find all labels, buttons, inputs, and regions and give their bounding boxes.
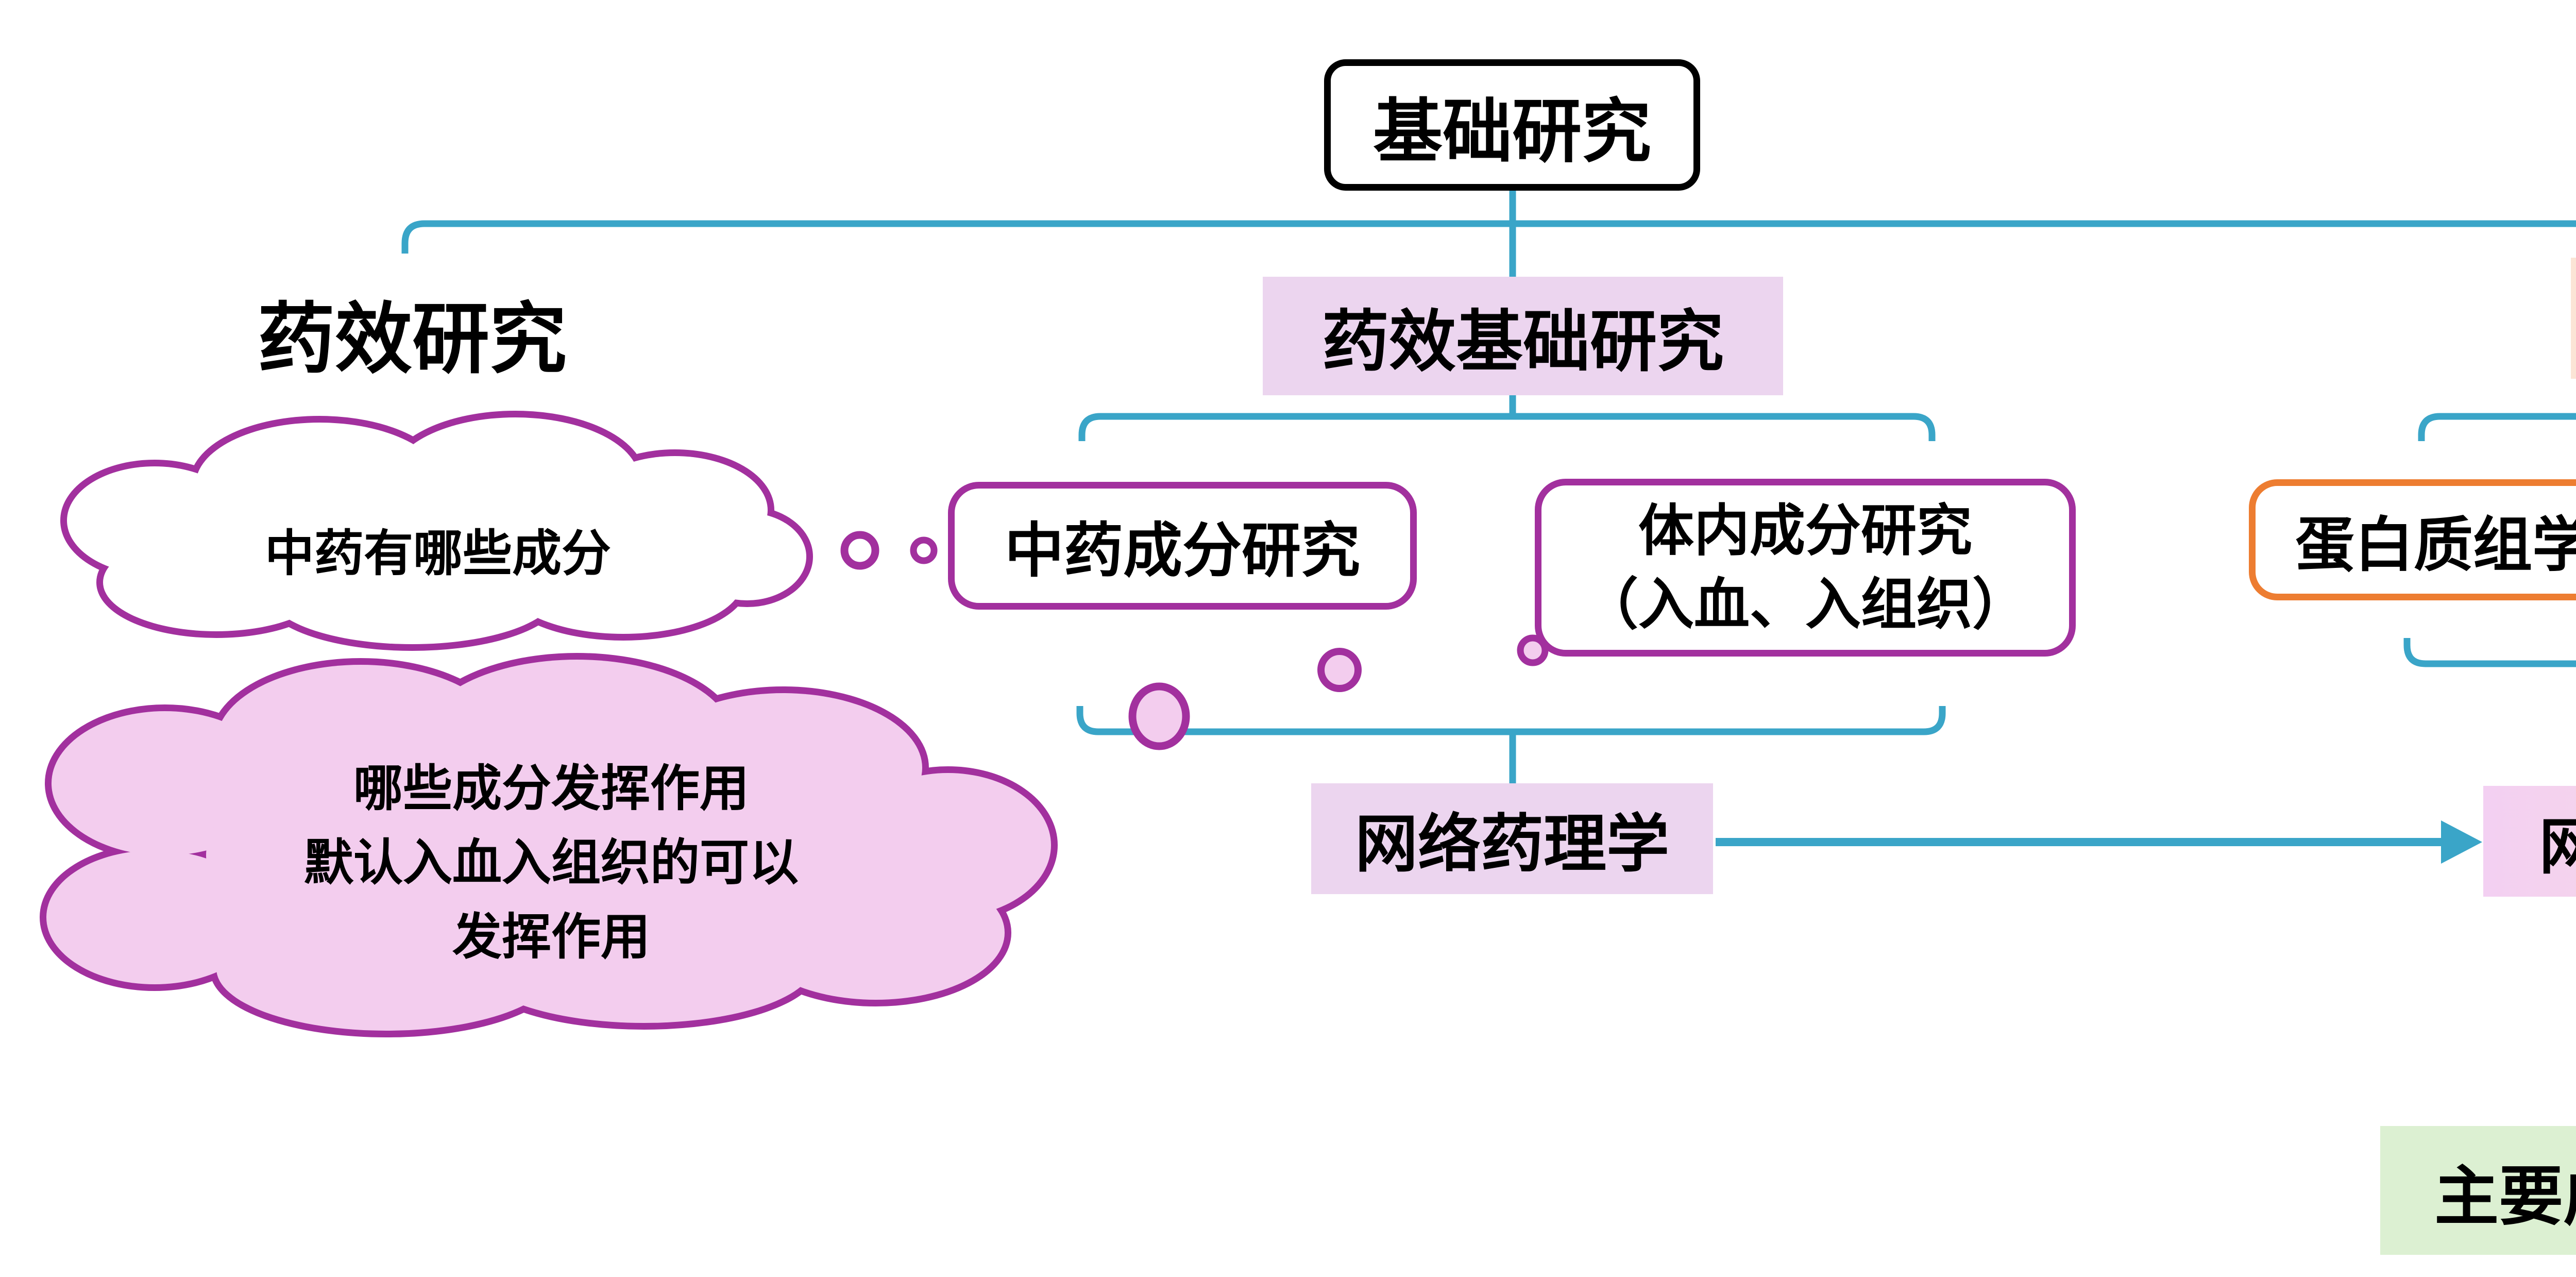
node-label-line2: （入血、入组织） <box>1582 573 2028 635</box>
cloud-label-line3: 发挥作用 <box>452 910 650 965</box>
bracket-basic-research <box>401 220 2576 254</box>
node-basic-research: 基础研究 <box>1324 59 1700 191</box>
node-label: 网络药理学 <box>1355 809 1669 879</box>
node-label-line1: 体内成分研究 <box>1638 499 1972 562</box>
cloud-label: 中药有哪些成分 <box>265 526 611 581</box>
cloud-text-which-components: 中药有哪些成分 <box>129 508 747 590</box>
node-mechanism-research: 机理研究 <box>2571 258 2576 379</box>
node-label: 基础研究 <box>1373 92 1651 171</box>
thought-bubble-icon <box>1517 634 1549 666</box>
node-in-vivo-component-research: 体内成分研究 （入血、入组织） <box>1535 479 2076 657</box>
cloud-text-which-components-work: 哪些成分发挥作用 默认入血入组织的可以 发挥作用 <box>88 742 1015 984</box>
node-efficacy-basis-research: 药效基础研究 <box>1263 277 1783 395</box>
node-key-result: 主要成分、关键靶点/通路 <box>2380 1126 2576 1255</box>
thought-bubble-icon <box>1128 682 1190 750</box>
cloud-label-line2: 默认入血入组织的可以 <box>304 835 799 890</box>
node-proteomics: 蛋白质组学 <box>2249 479 2576 600</box>
thought-bubble-icon <box>1317 648 1362 692</box>
node-label: 药效基础研究 <box>1321 304 1724 379</box>
bracket-components-merge <box>1076 706 1946 735</box>
node-label: 中药成分研究 <box>1004 518 1360 584</box>
bracket-omics-merge <box>2403 638 2576 667</box>
thought-bubble-icon <box>910 536 938 564</box>
bracket-efficacy-basis <box>1078 413 1936 441</box>
thought-bubble-icon <box>840 531 879 570</box>
node-label: 主要成分、关键靶点/通路 <box>2434 1161 2576 1233</box>
node-label: 药效研究 <box>257 295 567 382</box>
node-efficacy-research: 药效研究 <box>242 286 582 382</box>
node-label: 网药-组学整合分析 <box>2539 813 2576 881</box>
node-tcm-component-research: 中药成分研究 <box>948 482 1417 610</box>
bracket-mechanism <box>2418 413 2576 441</box>
node-network-pharmacology: 网络药理学 <box>1311 783 1713 894</box>
node-label: 蛋白质组学 <box>2295 512 2576 578</box>
node-integration-analysis: 网药-组学整合分析 <box>2483 786 2576 897</box>
arrow-right-icon <box>2441 820 2482 864</box>
cloud-label-line1: 哪些成分发挥作用 <box>353 761 749 816</box>
